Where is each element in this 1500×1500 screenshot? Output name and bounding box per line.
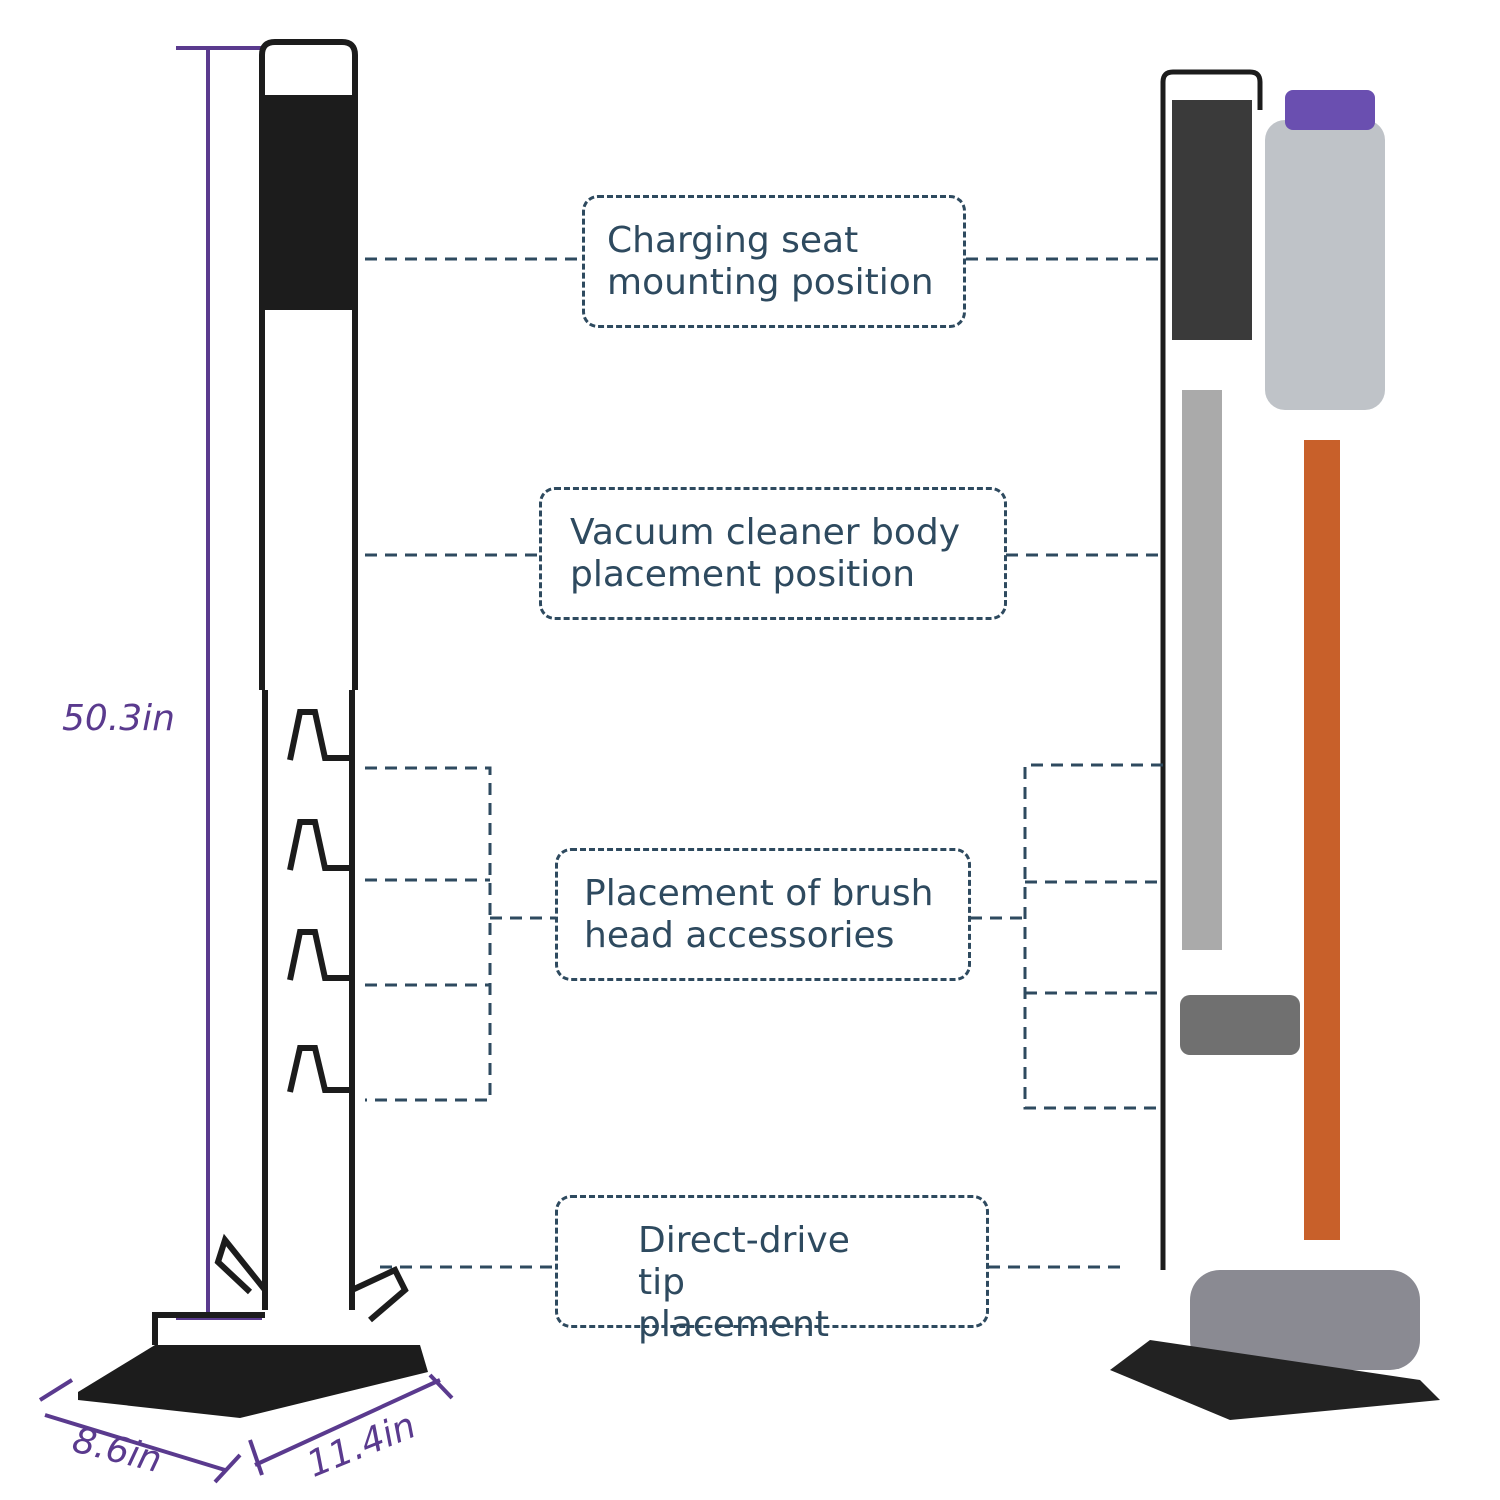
stand-right-base xyxy=(1110,1340,1440,1420)
vacuum-hose xyxy=(1182,390,1222,950)
height-dimension: 50.3in xyxy=(62,698,175,739)
label-charging-seat: Charging seat mounting position xyxy=(582,195,966,328)
vacuum-wand xyxy=(1304,440,1340,1240)
vacuum-motor-cap xyxy=(1285,90,1375,130)
label-body-placement: Vacuum cleaner body placement position xyxy=(539,487,1007,620)
stand-right xyxy=(1160,69,1263,1270)
floor-head xyxy=(1190,1270,1420,1370)
stand-base xyxy=(78,1345,428,1418)
vacuum-cyclone xyxy=(1265,120,1385,410)
vacuum-brush-head xyxy=(1180,995,1300,1055)
mounting-plate xyxy=(262,95,355,310)
label-brush-accessories: Placement of brush head accessories xyxy=(555,848,971,981)
stand-left xyxy=(152,39,409,1345)
charging-dock xyxy=(1172,100,1252,340)
base-dimension-lines xyxy=(38,1373,454,1484)
label-direct-drive-tip: Direct-drive tip placement xyxy=(555,1195,989,1345)
leader-lines xyxy=(365,257,1163,1269)
height-dimension-line xyxy=(176,46,262,1320)
